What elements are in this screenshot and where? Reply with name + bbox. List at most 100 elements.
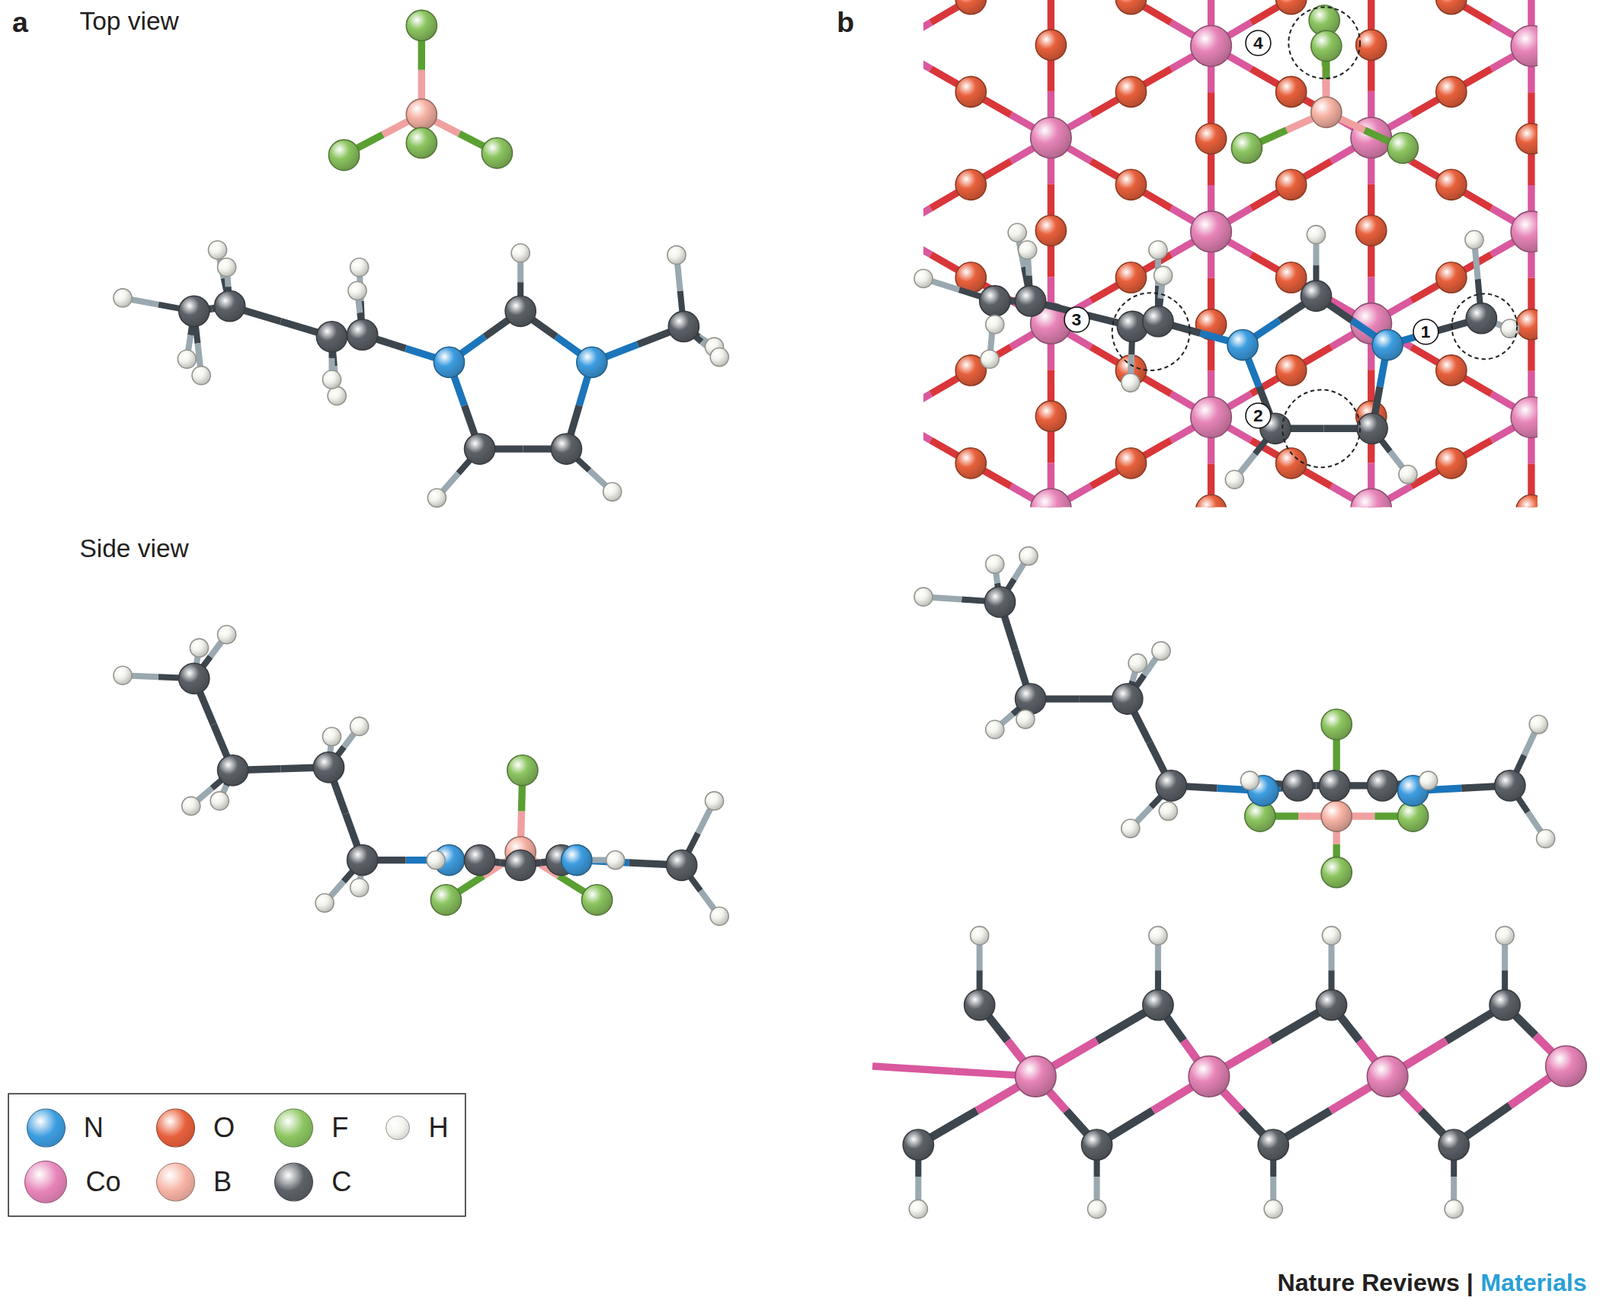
atom (984, 586, 1015, 618)
panel-letter: b (836, 8, 855, 38)
atom (1545, 1045, 1588, 1087)
legend-swatch (156, 1107, 196, 1147)
callout-number: 1 (1412, 318, 1440, 346)
atom (1436, 0, 1467, 15)
bond (923, 231, 932, 255)
callout-number: 2 (1244, 402, 1272, 429)
atom (1188, 1056, 1230, 1098)
legend-item: F (274, 1107, 349, 1147)
legend-swatch (156, 1161, 196, 1201)
legend-item: Co (24, 1160, 122, 1204)
atom (550, 433, 582, 464)
atom (1227, 329, 1258, 360)
atom (210, 791, 229, 810)
atom (217, 755, 249, 786)
callout-outline (1413, 319, 1439, 345)
legend-text: C (331, 1168, 352, 1196)
atom (1387, 132, 1418, 164)
atom (1115, 262, 1146, 293)
legend-swatch (385, 1115, 410, 1140)
atom (192, 366, 211, 385)
atom (1529, 714, 1548, 733)
atom (179, 295, 210, 327)
atom (322, 727, 341, 746)
bonds (923, 232, 1511, 480)
legend-item: N (26, 1107, 104, 1147)
legend-swatch (26, 1107, 66, 1147)
atom (1516, 123, 1538, 154)
atom (908, 1199, 928, 1218)
atom (1115, 169, 1146, 200)
journal-credit-text: Materials (1480, 1270, 1587, 1295)
atom (1190, 25, 1232, 67)
highlight-ring (1112, 292, 1191, 371)
atom (1018, 240, 1037, 260)
atom (955, 448, 986, 479)
atom (1436, 169, 1467, 200)
atom (1257, 1129, 1289, 1160)
atom (208, 240, 227, 260)
atom (433, 346, 464, 378)
atom (668, 310, 699, 342)
atom (1231, 132, 1262, 164)
atom (350, 878, 369, 897)
atom (667, 246, 686, 265)
atom (1142, 306, 1174, 337)
atom (505, 295, 536, 327)
atom (1158, 801, 1178, 820)
callout-outline (1245, 30, 1271, 56)
bonds (122, 249, 720, 498)
atom (914, 587, 933, 606)
atom (1030, 117, 1072, 159)
atom (1398, 464, 1418, 484)
atom (1356, 412, 1388, 444)
atom (985, 720, 1005, 739)
atom (1264, 1199, 1283, 1218)
atom (964, 989, 996, 1021)
journal-credit-text: Nature Reviews | (1276, 1270, 1473, 1295)
legend-item: B (156, 1161, 232, 1201)
legend-text: O (213, 1113, 235, 1142)
atom (955, 169, 986, 200)
atom (603, 482, 622, 501)
callout-outline (1245, 403, 1271, 429)
legend-item: O (156, 1107, 235, 1147)
atom (1121, 373, 1140, 392)
callout-number-text: 2 (1253, 406, 1264, 425)
atom (1321, 708, 1352, 740)
atom (606, 851, 625, 870)
atom (464, 844, 496, 876)
view-title: Side view (79, 535, 189, 561)
atom (710, 906, 729, 925)
atom (1035, 29, 1066, 61)
bond (923, 208, 932, 232)
bond (872, 1065, 954, 1072)
view-title: Top view (79, 8, 179, 34)
atom (327, 386, 346, 405)
atom (1142, 989, 1174, 1021)
atom (1195, 123, 1226, 154)
atom (406, 9, 437, 41)
atom (1300, 280, 1332, 311)
atom (1190, 211, 1232, 253)
atoms (328, 9, 512, 170)
legend-swatch (274, 1107, 314, 1147)
callout-number-text: 4 (1253, 34, 1264, 52)
callout-number-text: 1 (1420, 323, 1431, 341)
callout-number-text: 3 (1072, 310, 1082, 329)
atom (1465, 303, 1497, 334)
atom (1112, 683, 1143, 714)
atom (1035, 400, 1066, 432)
legend-item: C (274, 1161, 352, 1201)
atom (1438, 1129, 1469, 1160)
atom (914, 268, 933, 288)
atom (217, 625, 237, 644)
atom (1276, 0, 1307, 15)
atom (902, 1129, 934, 1160)
atom (1436, 262, 1467, 293)
atoms (113, 625, 729, 926)
legend-swatch (24, 1160, 68, 1204)
bond (923, 393, 932, 418)
atom (1155, 770, 1187, 801)
